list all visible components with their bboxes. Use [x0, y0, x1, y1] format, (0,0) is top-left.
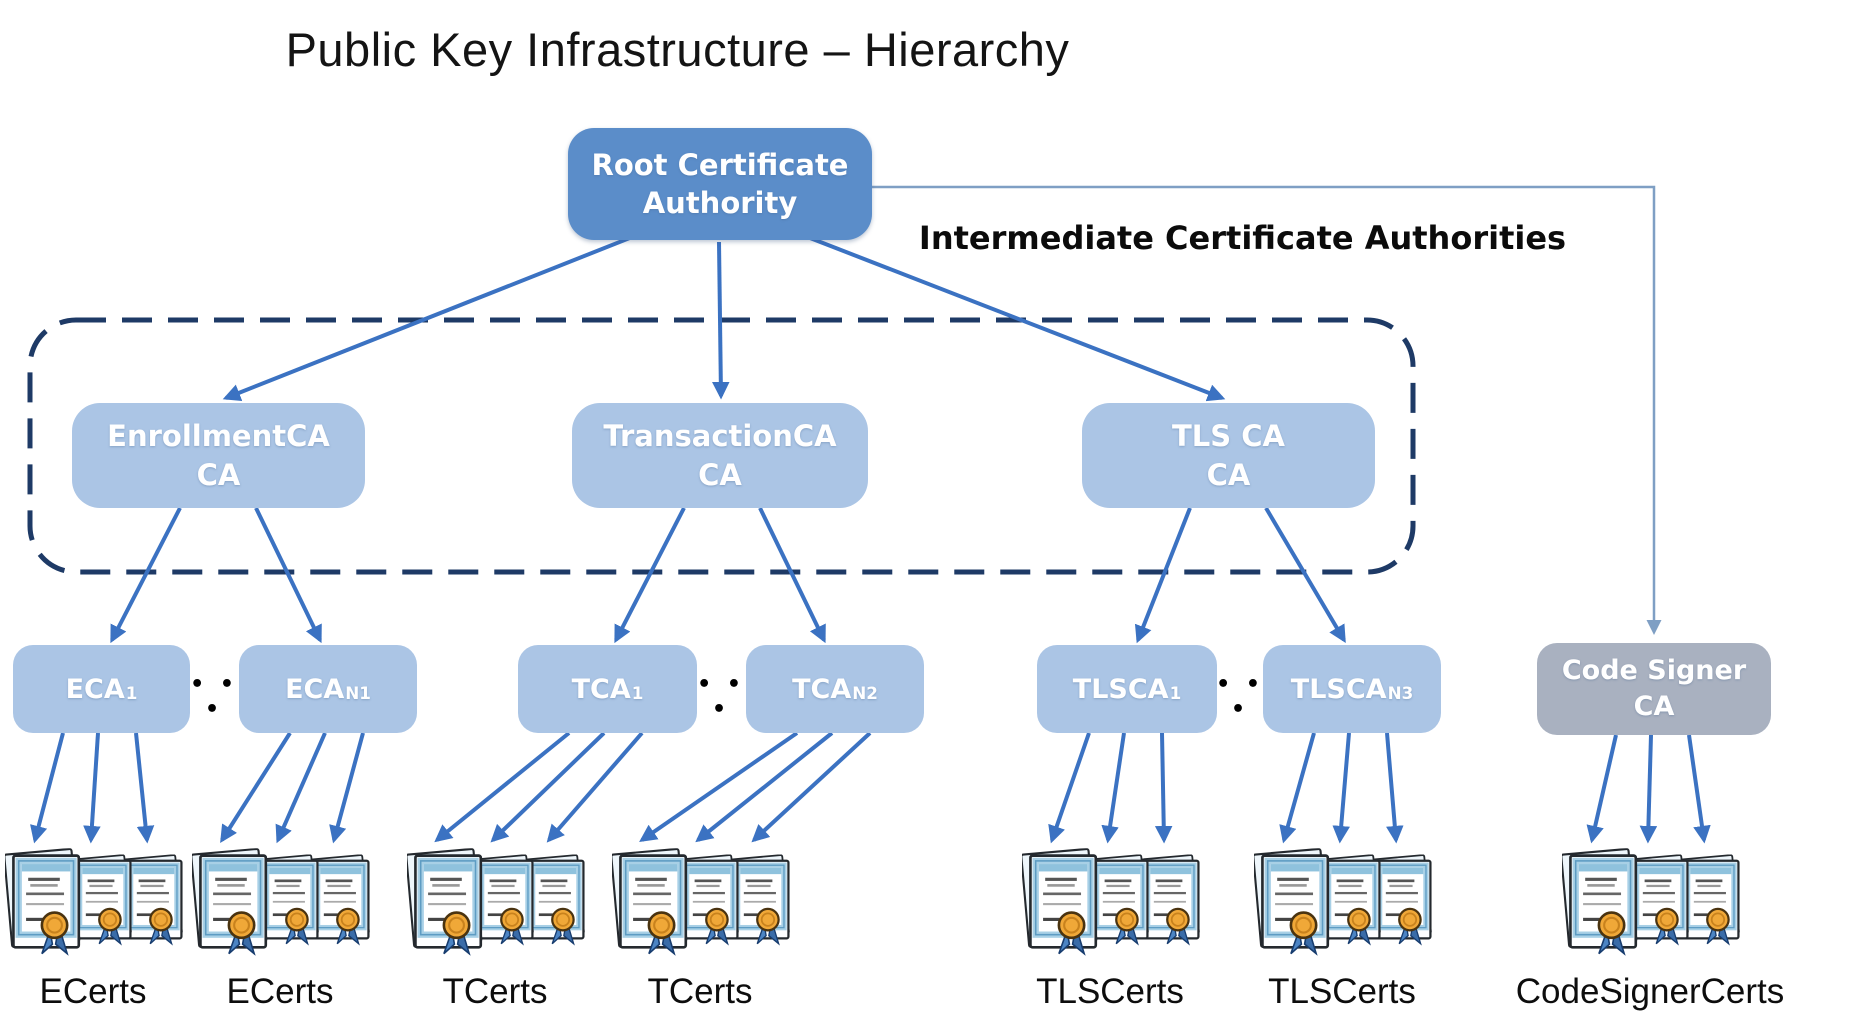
node-subscript: 1: [631, 683, 644, 703]
certificate-icon: [5, 848, 83, 956]
ellipsis-dots: • • •: [1216, 672, 1264, 722]
node-label: ECA: [285, 673, 345, 705]
node-label: CA: [698, 457, 742, 492]
cert-group-label: CodeSignerCerts: [1515, 972, 1785, 1011]
node-subscript: N3: [1387, 683, 1414, 703]
cert-group: [1254, 848, 1434, 956]
node-label: TransactionCA: [603, 419, 837, 454]
node-label: Code Signer: [1561, 655, 1747, 687]
node-subscript: N1: [345, 683, 371, 703]
ellipsis-dots: • • •: [697, 672, 745, 722]
certificate-icon: [1022, 848, 1100, 956]
node-label: CA: [1206, 457, 1251, 492]
intermediate-ca-section-label: Intermediate Certificate Authorities: [918, 219, 1567, 257]
node-label: Authority: [642, 186, 798, 220]
node-label: TLSCA: [1072, 673, 1169, 705]
node-transaction-ca: TransactionCA CA: [572, 403, 868, 508]
node-root-ca: Root Certificate Authority: [568, 128, 872, 240]
cert-group: [1022, 848, 1202, 956]
node-label: TLSCA: [1290, 673, 1387, 705]
cert-group: [5, 848, 185, 956]
certificate-icon: [192, 848, 270, 956]
node-tls-ca: TLS CA CA: [1082, 403, 1375, 508]
certificate-icon: [612, 848, 690, 956]
node-label: CA: [1633, 691, 1675, 722]
node-subscript: N2: [852, 683, 878, 703]
cert-group-label: ECerts: [39, 972, 147, 1011]
node-label: EnrollmentCA: [107, 419, 330, 454]
node-subscript: 1: [1169, 683, 1182, 703]
cert-group-label: TCerts: [442, 972, 548, 1011]
certificate-icon: [1254, 848, 1332, 956]
cert-group: [1562, 848, 1742, 956]
node-label: CA: [196, 457, 241, 492]
cert-group-label: TLSCerts: [1036, 972, 1184, 1011]
node-label: TLS CA: [1172, 419, 1285, 454]
node-code-signer-ca: Code Signer CA: [1537, 643, 1771, 735]
cert-group-label: TLSCerts: [1268, 972, 1416, 1011]
cert-group-label: ECerts: [226, 972, 334, 1011]
node-enrollment-ca: EnrollmentCA CA: [72, 403, 365, 508]
node-label: TCA: [571, 673, 631, 705]
certificate-icon: [1562, 848, 1640, 956]
node-label: ECA: [65, 673, 125, 705]
cert-group-label: TCerts: [647, 972, 753, 1011]
cert-group: [192, 848, 372, 956]
root-to-intermediate-edges: [222, 185, 1662, 635]
node-label: TCA: [792, 673, 852, 705]
cert-group: [407, 848, 587, 956]
node-label: Root Certificate: [591, 147, 849, 182]
subca-to-cert-edges: [30, 731, 1711, 844]
ellipsis-dots: • • •: [190, 672, 238, 722]
node-subscript: 1: [125, 683, 138, 703]
cert-group: [612, 848, 792, 956]
page-title: Public Key Infrastructure – Hierarchy: [285, 23, 1070, 76]
intermediate-to-subca-edges: [110, 506, 1346, 644]
certificate-icon: [407, 848, 485, 956]
